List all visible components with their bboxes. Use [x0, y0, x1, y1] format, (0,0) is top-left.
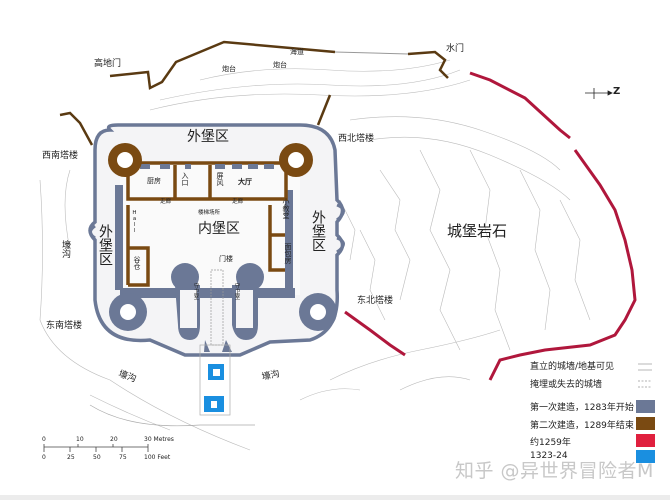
label-battery-2: 炮台: [273, 61, 287, 69]
scale-feet-75: 75: [119, 454, 127, 461]
label-moat-1: 壕沟: [60, 240, 70, 258]
scale-feet-25: 25: [67, 454, 75, 461]
label-guardroom-2: 守卫室: [233, 283, 240, 300]
scale-metres-0: 0: [42, 436, 46, 443]
legend-item-standing-wall: 直立的城墙/地基可见: [530, 362, 615, 372]
inner-curtain-phase1: [115, 185, 295, 298]
scale-feet-0: 0: [42, 454, 46, 461]
legend-swatch-phase1: [636, 400, 655, 413]
label-chapel: 小教堂: [282, 198, 290, 219]
label-high-gate: 高地门: [94, 59, 122, 69]
label-entrance: 入口: [181, 172, 189, 186]
legend-item-buried-wall: 掩埋或失去的城墙: [530, 380, 603, 390]
legend-item-1259: 约1259年: [530, 438, 571, 448]
label-se-tower: 东南塔楼: [46, 321, 83, 331]
label-battery-1: 炮台: [222, 65, 236, 73]
label-gatehouse: 门楼: [219, 255, 233, 263]
terrain-contours: [39, 59, 591, 451]
label-outer-ward-right: 外堡区: [310, 210, 326, 252]
legend-item-1323: 1323-24: [530, 451, 568, 461]
scale-metres-30: 30 Metres: [144, 436, 174, 443]
label-sw-tower: 西南塔楼: [42, 151, 79, 161]
north-range-phase2: [126, 161, 288, 287]
legend-item-phase1: 第一次建造，1283年开始: [530, 403, 634, 413]
label-nw-tower: 西北塔楼: [338, 134, 375, 144]
scale-metres-20: 20: [110, 436, 118, 443]
scale-feet-100: 100 Feet: [144, 454, 171, 461]
label-kitchen: 厨房: [147, 177, 161, 185]
label-outer-ward-top: 外堡区: [187, 129, 229, 145]
label-water-gate: 水门: [446, 44, 465, 54]
legend-swatch-1323: [636, 450, 655, 463]
label-bakehouse: 面包房: [284, 243, 292, 264]
compass-icon: [585, 88, 613, 99]
label-inner-ward: 内堡区: [198, 221, 240, 237]
label-stair-site: 楼梯场所: [198, 210, 221, 216]
scale-feet-50: 50: [93, 454, 101, 461]
label-great-hall: 大厅: [238, 178, 252, 186]
scale-bar: [43, 444, 149, 452]
legend-swatch-phase2: [636, 417, 655, 430]
outer-curtain-wall-phase2: [59, 40, 449, 146]
label-hall-side: Hall: [131, 210, 138, 234]
label-guardroom-1: 守卫室: [192, 283, 199, 300]
label-outer-ward-left: 外堡区: [97, 224, 113, 266]
compass-label: Z: [613, 86, 621, 97]
gatehouse-phase1: [171, 263, 264, 352]
north-towers-phase2: [108, 143, 313, 177]
bottom-bar: [0, 495, 670, 500]
label-ne-tower: 东北塔楼: [357, 296, 394, 306]
label-granary: 谷仓: [133, 256, 141, 270]
watermark: 知乎 @异世界冒险者M: [455, 460, 654, 482]
label-corridor-2: 走廊: [232, 199, 244, 205]
label-castle-rock: 城堡岩石: [447, 222, 508, 240]
scale-metres-10: 10: [76, 436, 84, 443]
legend-swatch-1259: [636, 434, 655, 447]
legend-item-phase2: 第二次建造，1289年结束: [530, 421, 634, 431]
wall-1259: [344, 71, 637, 381]
label-sea-road: 海道: [290, 48, 304, 56]
label-screen: 屏风: [216, 172, 224, 186]
label-corridor-1: 走廊: [160, 199, 172, 205]
south-towers-phase1: [109, 293, 337, 331]
